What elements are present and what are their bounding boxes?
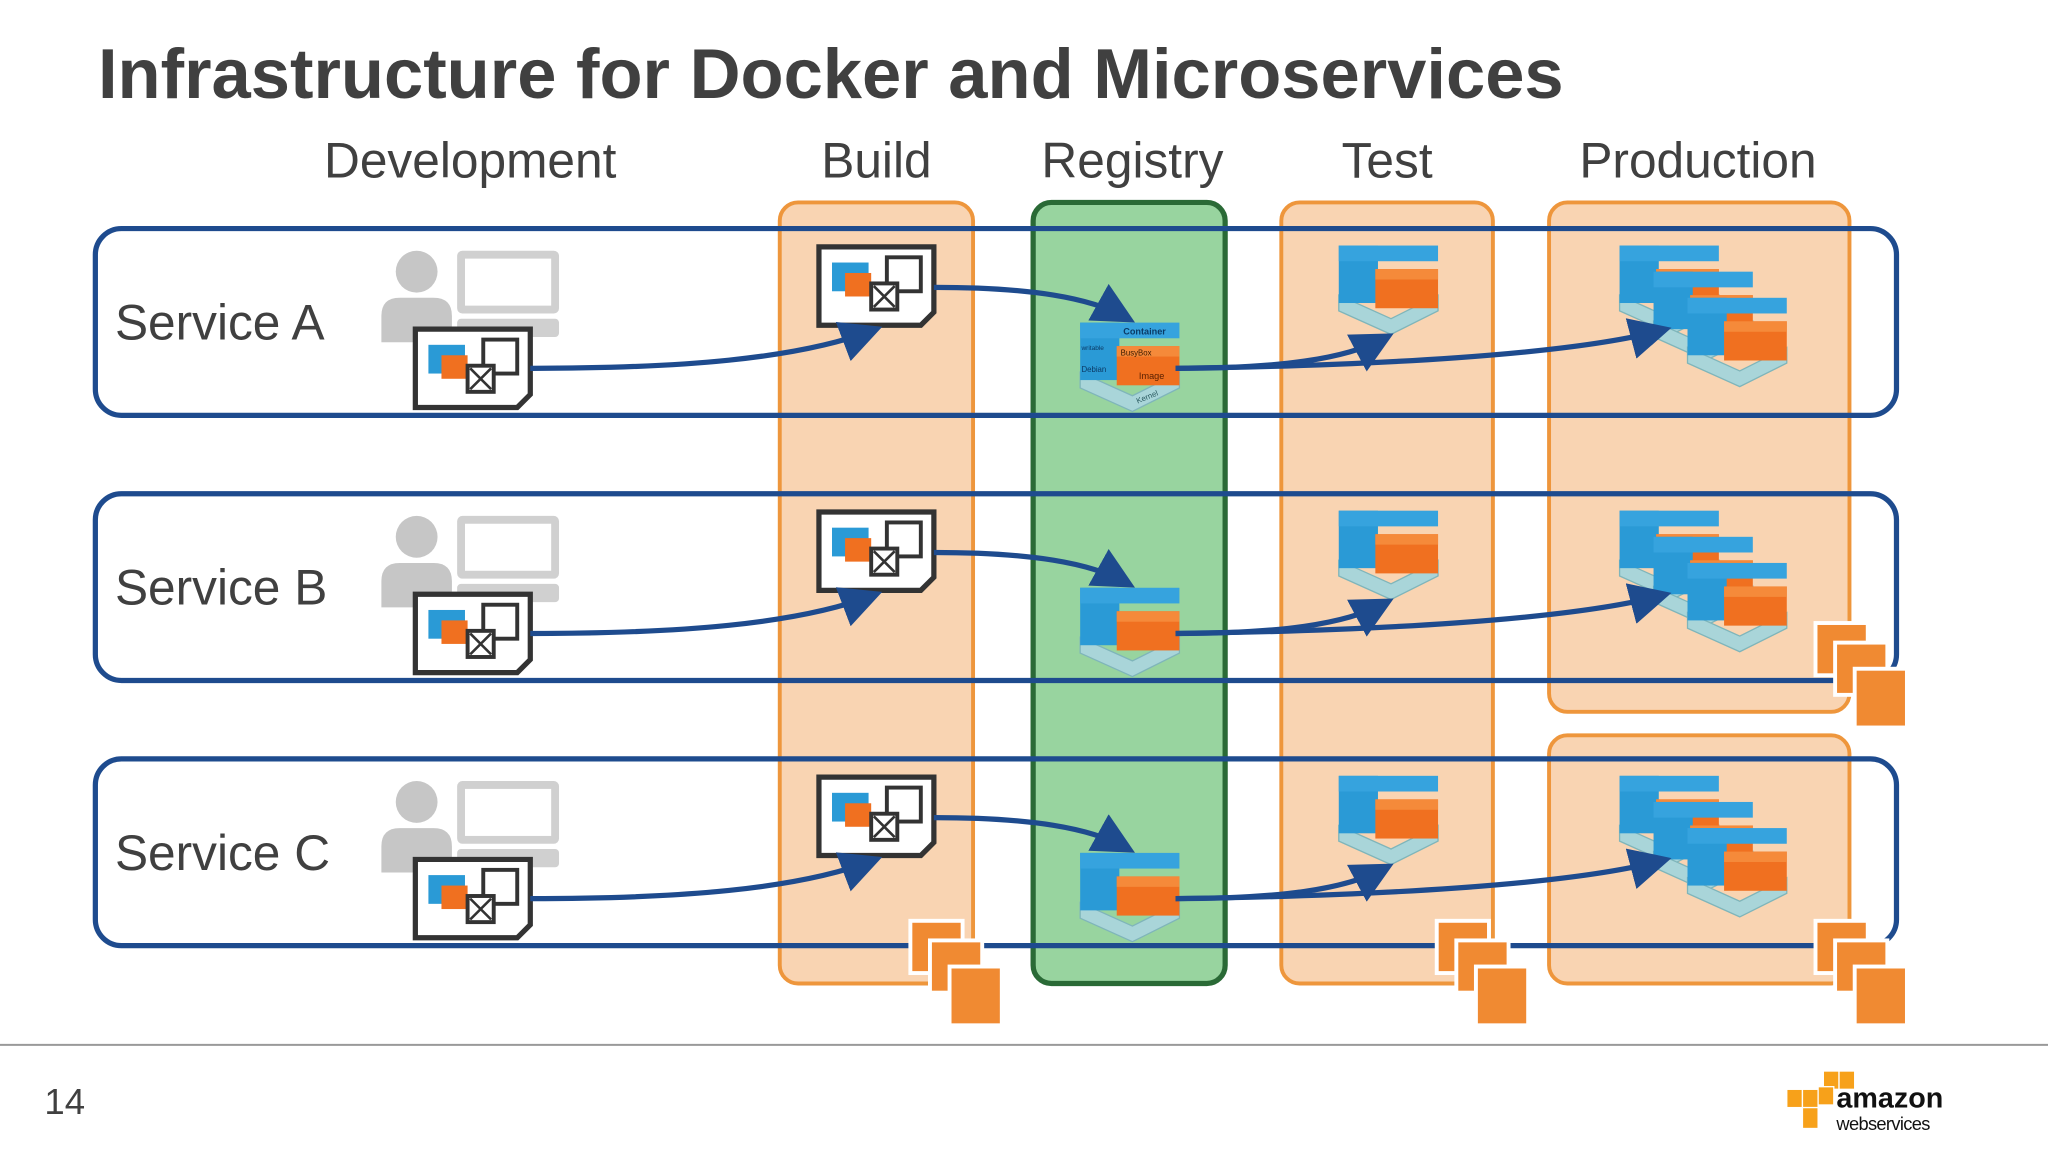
arrow-dev-to-build <box>530 322 883 371</box>
service-row: Service C <box>92 756 1900 949</box>
arrow-dev-to-build <box>530 587 883 637</box>
logo-webservices: webservices <box>1835 1113 1930 1134</box>
build-artifact-icon <box>819 777 934 855</box>
service-label: Service C <box>115 825 330 881</box>
arrow-build-to-registry <box>933 814 1136 853</box>
service-row: Service A <box>92 225 1900 418</box>
arrow-dev-to-build <box>530 852 883 902</box>
column-header-production: Production <box>1579 133 1816 189</box>
arrow-registry-to-production <box>1175 318 1672 371</box>
column-header-registry: Registry <box>1041 133 1223 189</box>
container-label-image: Image <box>1139 371 1164 381</box>
service-row-outline <box>92 225 1900 418</box>
container-label-debian: Debian <box>1081 365 1106 374</box>
column-header-development: Development <box>324 133 617 189</box>
service-label: Service B <box>115 560 327 616</box>
workstation-icon <box>457 515 560 603</box>
container-label-writable: writable <box>1080 345 1104 352</box>
build-artifact-icon <box>819 512 934 590</box>
column-header-test: Test <box>1342 133 1433 189</box>
aws-logo: amazon webservices <box>1786 1070 1943 1134</box>
source-package-icon <box>415 859 530 937</box>
workstation-icon <box>457 781 560 868</box>
source-package-icon <box>415 329 530 407</box>
arrow-build-to-registry <box>933 283 1136 323</box>
workstation-icon <box>457 250 560 337</box>
arrow-registry-to-production <box>1175 583 1672 637</box>
service-row-outline <box>92 756 1900 949</box>
column-headers: Development Build Registry Test Producti… <box>324 133 1817 189</box>
arrow-registry-to-production <box>1175 848 1672 902</box>
service-row: Service B <box>92 491 1900 684</box>
service-label: Service A <box>115 295 325 351</box>
service-row-outline <box>92 491 1900 684</box>
container-label-top: Container <box>1123 326 1166 336</box>
logo-amazon: amazon <box>1836 1083 1943 1115</box>
instance-icon <box>908 918 1004 1028</box>
container-label-busybox: BusyBox <box>1121 348 1152 357</box>
arrow-build-to-registry <box>933 549 1136 588</box>
build-artifact-icon <box>819 247 934 325</box>
instance-icon <box>1434 918 1531 1028</box>
source-package-icon <box>415 594 530 672</box>
page-number: 14 <box>44 1081 85 1122</box>
page-title: Infrastructure for Docker and Microservi… <box>98 34 1564 113</box>
column-header-build: Build <box>821 133 931 189</box>
